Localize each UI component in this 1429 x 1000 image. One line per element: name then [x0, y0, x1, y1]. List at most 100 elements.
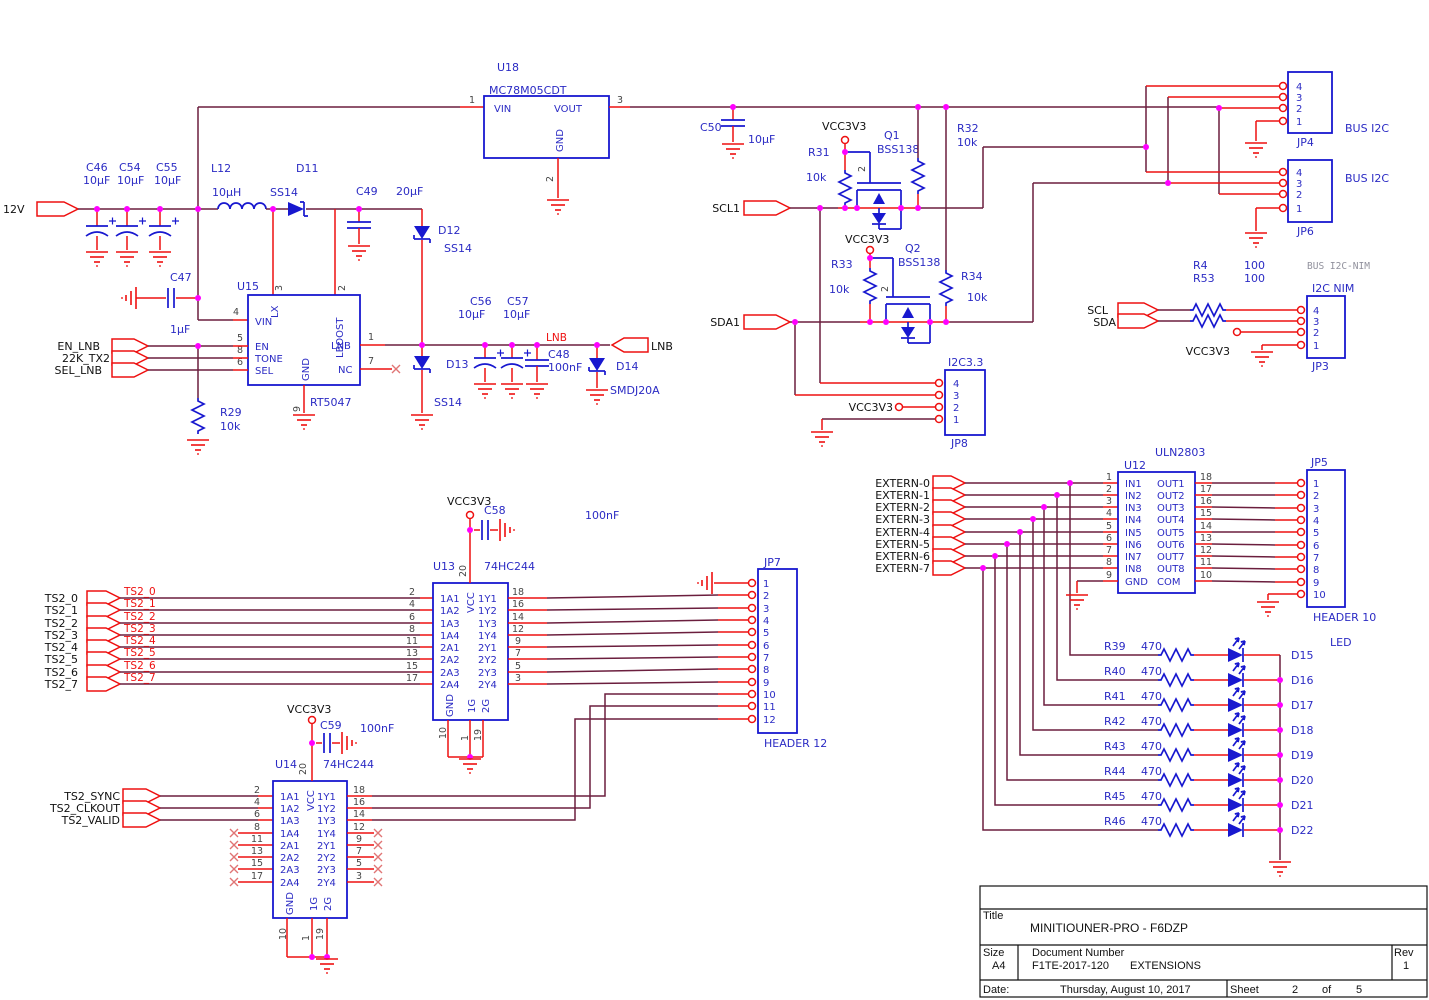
d11-ref: D11	[296, 162, 318, 175]
pin-number: 12	[353, 822, 365, 833]
vcc-terminal	[865, 245, 875, 255]
pin-name: IN6	[1125, 540, 1142, 551]
r32-val: 10k	[957, 136, 978, 149]
scl-label: SCL	[1087, 304, 1109, 317]
c47-ref: C47	[170, 271, 192, 284]
ts2-label: TS2_7	[44, 678, 78, 691]
pin-number: 20	[298, 763, 309, 775]
pin-number: 14	[512, 612, 524, 623]
u13-ref: U13	[433, 560, 455, 573]
pin-name: 1G	[467, 699, 478, 713]
sda-connector	[1117, 313, 1160, 329]
extern-label: EXTERN-2	[875, 501, 930, 514]
resistor-val: 470	[1141, 815, 1162, 828]
r32-ref: R32	[957, 122, 979, 135]
jp7-pin: 9	[763, 678, 769, 689]
r31-val: 10k	[806, 171, 827, 184]
jp7-pin: 5	[763, 628, 769, 639]
vcc3v3-label: VCC3V3	[447, 495, 491, 508]
pin-number: 18	[512, 587, 524, 598]
c46-ref: C46	[86, 161, 108, 174]
pin-name: OUT6	[1157, 540, 1185, 551]
pin-number: 7	[368, 356, 374, 367]
jp7-pin: 6	[763, 641, 769, 652]
r29-val: 10k	[220, 420, 241, 433]
pin-number: 4	[409, 599, 415, 610]
vcc3v3-label: VCC3V3	[822, 120, 866, 133]
q2-ref: Q2	[905, 242, 921, 255]
pin-number: 9	[1106, 570, 1112, 581]
ts2-u13-section: TS2_0 TS2_1 TS2_2 TS2_3 TS2_4 TS2_5 TS2_…	[44, 495, 827, 774]
diode-d14	[585, 345, 609, 405]
pin-name: 2Y2	[478, 655, 497, 666]
sda-label: SDA	[1093, 316, 1116, 329]
jp6-pin: 4	[1296, 168, 1302, 179]
pin-number: 5	[356, 858, 362, 869]
led-ref: D18	[1291, 724, 1313, 737]
pin-number: 2	[409, 587, 415, 598]
jp7-pin: 1	[763, 579, 769, 590]
date-value: Thursday, August 10, 2017	[1060, 984, 1191, 996]
pin-number: 4	[233, 307, 239, 318]
c54-val: 10µF	[117, 174, 144, 187]
pin-number: 4	[1106, 508, 1112, 519]
pin-name: OUT1	[1157, 479, 1185, 490]
jp4-pin: 2	[1296, 104, 1302, 115]
pin-number: 8	[1106, 557, 1112, 568]
jp7-pin: 2	[763, 591, 769, 602]
power-section: 12V C46 10µF C54 10µF C55 10µF L12 10µH …	[3, 61, 1219, 455]
u15-vin: VIN	[255, 317, 272, 328]
jp5-wires	[1195, 482, 1297, 583]
led-array	[1157, 637, 1292, 877]
pin-number: 12	[512, 624, 524, 635]
pin-number: 10	[438, 727, 449, 739]
pin-name: 1Y4	[317, 829, 336, 840]
sheet-label: Sheet	[1230, 984, 1259, 996]
u14-unused-inputs	[229, 828, 273, 887]
d14-ref: D14	[616, 360, 638, 373]
led-branch-wires	[982, 483, 1158, 831]
pin-name: 1Y2	[478, 606, 497, 617]
ts2-label: TS2_1	[44, 604, 78, 617]
jp8-label: I2C3.3	[948, 356, 983, 369]
pin-number: 18	[353, 785, 365, 796]
sel-lnb-label: SEL_LNB	[55, 364, 102, 377]
c56-val: 10µF	[458, 308, 485, 321]
lnb-out-label: LNB	[651, 340, 673, 353]
r33-val: 10k	[829, 283, 850, 296]
u15-lnb: LNB	[331, 341, 351, 352]
ts2-sync-label: TS2_SYNC	[63, 790, 120, 803]
pin-number: 2	[1106, 484, 1112, 495]
sheet-total: 5	[1356, 984, 1362, 996]
c46-val: 10µF	[83, 174, 110, 187]
led-ref: D19	[1291, 749, 1313, 762]
c48-ref: C48	[548, 348, 570, 361]
extern-label: EXTERN-7	[875, 562, 930, 575]
u15-ref: U15	[237, 280, 259, 293]
sheet-of: of	[1322, 984, 1332, 996]
u12-chip: U12 ULN2803 IN1 IN2 IN3 IN4 IN5 IN6 IN7 …	[1117, 446, 1205, 594]
pin-number: 13	[406, 648, 418, 659]
pin-number: 16	[353, 797, 365, 808]
pin-name: 2G	[481, 699, 492, 713]
pin-number: 12	[1200, 545, 1212, 556]
jp5-pin: 10	[1313, 590, 1326, 601]
r33-ref: R33	[831, 258, 853, 271]
cap-c54	[115, 209, 147, 267]
led-ref: D15	[1291, 649, 1313, 662]
sheet-number: 2	[1292, 984, 1298, 996]
pin-name: 2A1	[440, 643, 460, 654]
pin-number: 11	[251, 834, 263, 845]
jp7-pin: 3	[763, 604, 769, 615]
c54-ref: C54	[119, 161, 141, 174]
resistor-ref: R43	[1104, 740, 1126, 753]
jp4-header: 4 3 2 1 JP4 BUS I2C	[1278, 71, 1389, 149]
jp3-vcc-label: VCC3V3	[1186, 345, 1230, 358]
d11-val: SS14	[270, 186, 298, 199]
jp5-pin: 1	[1313, 479, 1319, 490]
docnum-label: Document Number	[1032, 947, 1125, 959]
pin-name: IN5	[1125, 528, 1142, 539]
r34-ref: R34	[961, 270, 983, 283]
u12-part: ULN2803	[1155, 446, 1205, 459]
pin-name: 2A3	[280, 865, 300, 876]
